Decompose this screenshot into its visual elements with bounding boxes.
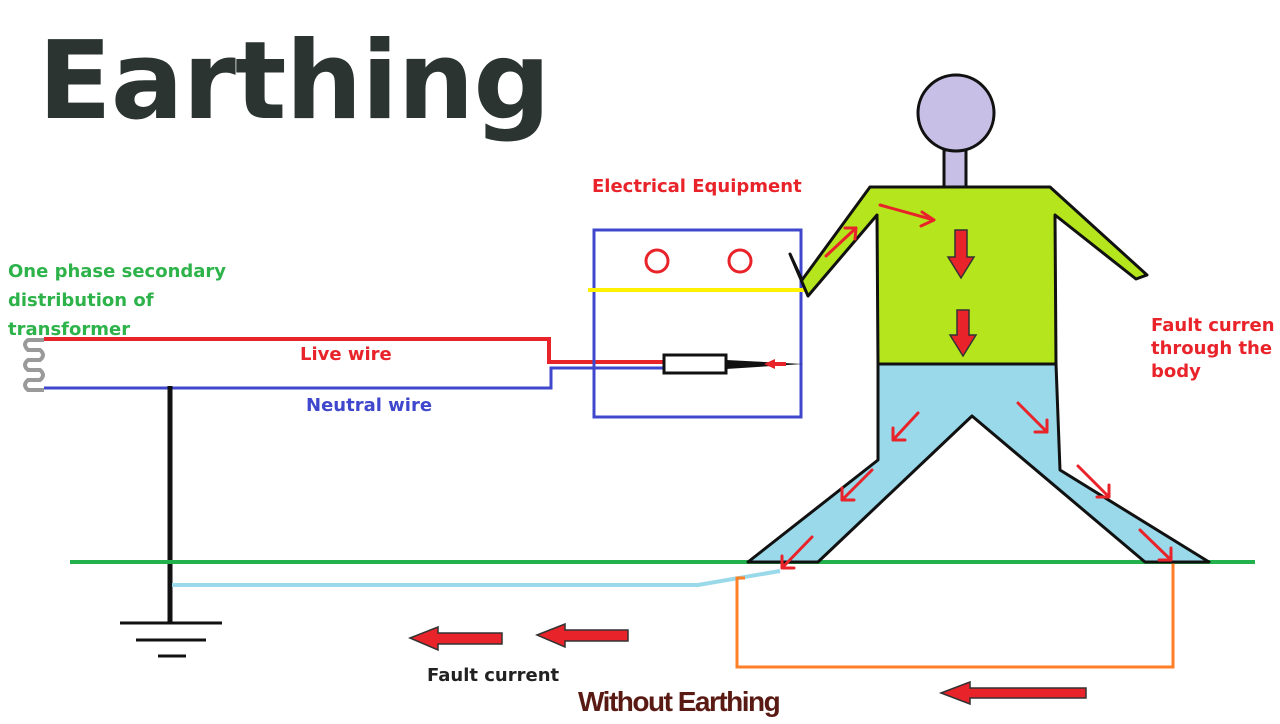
transformer-coil-icon xyxy=(23,338,45,392)
torso-current-arrows xyxy=(946,229,978,358)
transformer-label-line: distribution of xyxy=(8,290,154,311)
earth-wire xyxy=(172,569,781,587)
person-head xyxy=(916,73,996,153)
arrow-icon xyxy=(878,203,936,228)
arrow-icon xyxy=(764,359,786,369)
transformer-label-line: transformer xyxy=(8,319,131,340)
arrow-icon xyxy=(840,468,874,502)
body-current-label-line: body xyxy=(1151,361,1201,382)
footer-caption: Without Earthing xyxy=(578,686,781,717)
fault-current-arrows xyxy=(408,622,1087,706)
live-wire-label: Live wire xyxy=(300,344,392,365)
electrical-equipment-box xyxy=(592,228,803,419)
live-wire xyxy=(44,337,664,364)
arrow-icon xyxy=(824,226,858,258)
neutral-wire xyxy=(44,366,664,390)
body-current-arrows xyxy=(780,203,1173,570)
body-current-label: Fault curren through the body xyxy=(1151,314,1275,383)
indicator-light-icon xyxy=(644,248,670,274)
person-pants xyxy=(746,362,1211,564)
arrow-icon xyxy=(780,535,814,570)
indicator-light-icon xyxy=(727,248,753,274)
fuse-element xyxy=(662,353,728,375)
ground-symbol-icon xyxy=(120,621,222,658)
arrow-icon xyxy=(1076,464,1111,499)
person-figure xyxy=(746,73,1211,564)
arrow-down-icon xyxy=(948,309,978,358)
fault-current-loop xyxy=(735,556,1175,669)
arrow-icon xyxy=(891,411,920,442)
transformer-label: One phase secondary distribution of tran… xyxy=(8,257,226,344)
arrow-icon xyxy=(1138,528,1173,562)
arrow-left-icon xyxy=(408,625,503,652)
fault-current-label: Fault current xyxy=(427,665,560,686)
contact-pin xyxy=(726,360,803,369)
body-current-label-line: through the xyxy=(1151,338,1273,359)
arrow-icon xyxy=(1016,401,1049,434)
arrow-left-icon xyxy=(535,622,629,649)
transformer-label-line: One phase secondary xyxy=(8,261,227,282)
arrow-down-icon xyxy=(946,229,976,280)
body-current-label-line: Fault curren xyxy=(1151,315,1275,336)
arrow-left-icon xyxy=(938,680,1087,706)
equipment-label: Electrical Equipment xyxy=(592,176,802,197)
person-neck xyxy=(942,148,968,192)
page-title: Earthing xyxy=(38,19,551,144)
neutral-wire-label: Neutral wire xyxy=(306,395,433,416)
